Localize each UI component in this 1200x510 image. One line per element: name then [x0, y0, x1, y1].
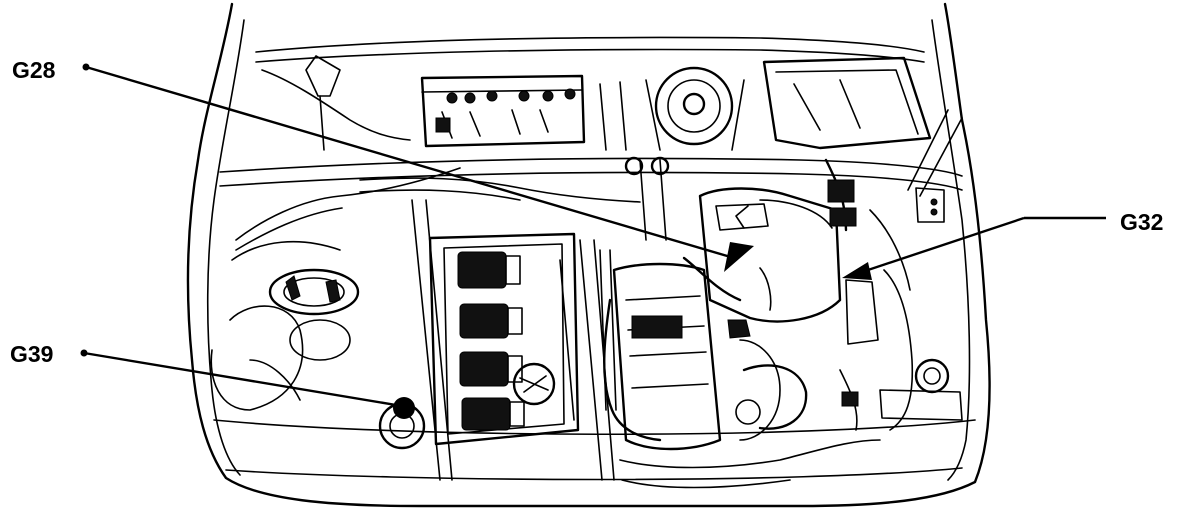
coil-packs — [457, 251, 525, 431]
engine-bay-outline — [186, 2, 991, 508]
wiring-harness — [359, 156, 670, 411]
callout-label-g39: G39 — [10, 341, 53, 367]
callout-g39[interactable]: G39 — [10, 341, 415, 419]
expansion-tank — [682, 158, 963, 431]
callout-label-g28: G28 — [12, 57, 56, 83]
leader-line-g39 — [83, 351, 403, 408]
leader-line-g28 — [85, 65, 735, 260]
sensor-marker-g39 — [393, 397, 415, 419]
brake-reservoir — [599, 66, 745, 151]
intake-manifold — [603, 262, 881, 489]
arrowhead-g32 — [842, 262, 872, 280]
arrowhead-g28 — [724, 242, 754, 272]
leader-line-g32-diag — [855, 216, 1025, 276]
cylinder-head — [411, 199, 615, 481]
hood-prop — [261, 55, 411, 151]
callout-label-g32: G32 — [1120, 209, 1163, 235]
callout-g28[interactable]: G28 — [12, 57, 754, 272]
callout-g32[interactable]: G32 — [842, 209, 1163, 280]
left-components — [210, 167, 461, 450]
fuse-box — [420, 74, 586, 148]
air-box — [762, 56, 963, 223]
